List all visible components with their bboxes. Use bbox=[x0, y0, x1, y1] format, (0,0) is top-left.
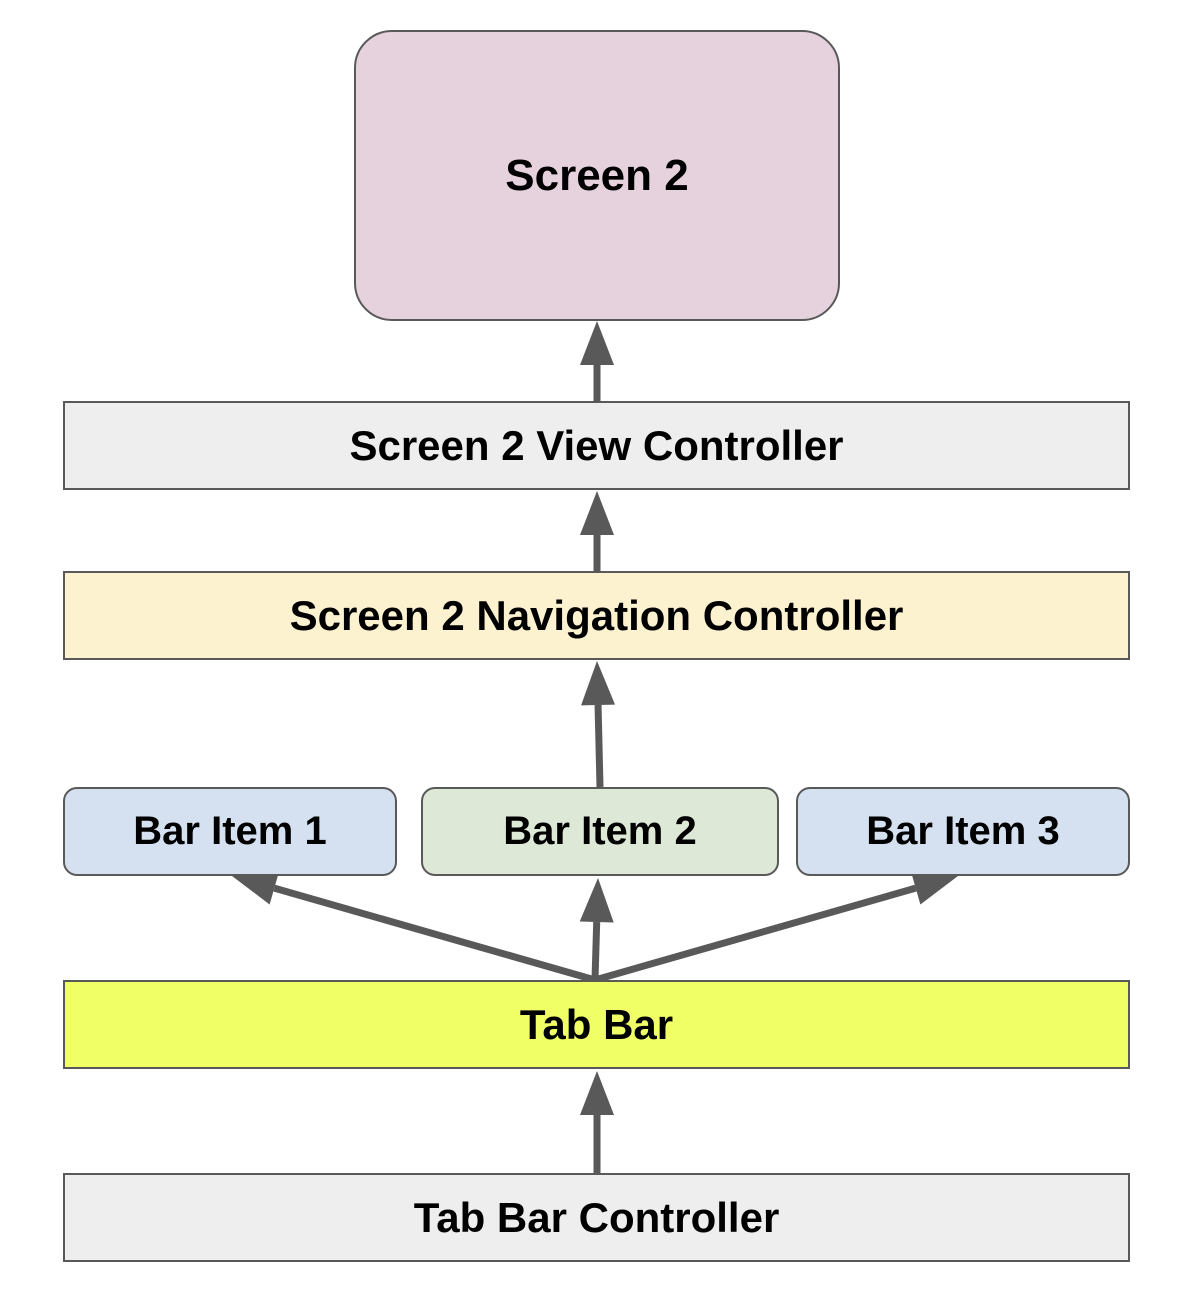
bar-item-2-node: Bar Item 2 bbox=[421, 787, 779, 876]
arrowhead-view_controller-to-screen2 bbox=[580, 321, 614, 365]
tab-bar-controller-node: Tab Bar Controller bbox=[63, 1173, 1130, 1262]
bar-item-1-label: Bar Item 1 bbox=[133, 809, 327, 853]
arrowhead-navigation_controller-to-view_controller bbox=[580, 491, 614, 535]
screen-2-label: Screen 2 bbox=[505, 150, 689, 200]
bar-item-3-label: Bar Item 3 bbox=[866, 809, 1060, 853]
screen-2-node: Screen 2 bbox=[354, 30, 840, 321]
arrow-line-tab_bar-to-bar_item_1 bbox=[273, 884, 596, 984]
arrow-line-tab_bar-to-bar_item_2 bbox=[591, 921, 601, 981]
arrowhead-bar_item_2-to-navigation_controller bbox=[581, 661, 616, 706]
arrow-line-tab_bar-to-bar_item_3 bbox=[594, 884, 917, 984]
arrowhead-tab_bar-to-bar_item_2 bbox=[579, 878, 614, 923]
arrowhead-tab_bar-to-bar_item_1 bbox=[232, 871, 279, 905]
tab-bar-controller-label: Tab Bar Controller bbox=[413, 1193, 780, 1241]
screen-2-view-controller-node: Screen 2 View Controller bbox=[63, 401, 1130, 490]
bar-item-2-label: Bar Item 2 bbox=[503, 809, 697, 853]
screen-2-navigation-controller-label: Screen 2 Navigation Controller bbox=[289, 591, 904, 639]
tab-bar-label: Tab Bar bbox=[519, 1000, 674, 1048]
screen-2-view-controller-label: Screen 2 View Controller bbox=[349, 421, 844, 469]
arrowhead-tab_bar_controller-to-tab_bar bbox=[580, 1071, 614, 1115]
arrow-line-bar_item_2-to-navigation_controller bbox=[594, 704, 604, 788]
tab-bar-node: Tab Bar bbox=[63, 980, 1130, 1069]
bar-item-1-node: Bar Item 1 bbox=[63, 787, 397, 876]
arrowhead-tab_bar-to-bar_item_3 bbox=[911, 871, 958, 905]
bar-item-3-node: Bar Item 3 bbox=[796, 787, 1130, 876]
screen-2-navigation-controller-node: Screen 2 Navigation Controller bbox=[63, 571, 1130, 660]
